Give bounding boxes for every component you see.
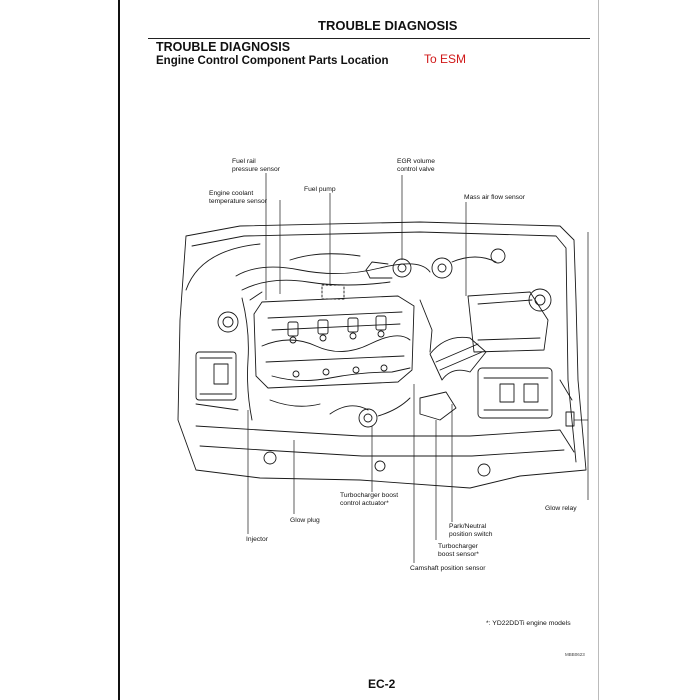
- footnote: *: YD22DDTi engine models: [486, 620, 571, 627]
- label-turbocharger-boost-sensor: Turbocharger boost sensor*: [438, 543, 479, 558]
- header-rule: [148, 38, 590, 39]
- page-number: EC-2: [368, 677, 396, 691]
- to-esm-link[interactable]: To ESM: [424, 52, 467, 66]
- label-fuel-pump: Fuel pump: [304, 186, 336, 193]
- label-park-neutral-position-switch: Park/Neutral position switch: [449, 523, 493, 538]
- section-subtitle: Engine Control Component Parts Location: [156, 55, 389, 67]
- label-engine-coolant-temperature-sensor: Engine coolant temperature sensor: [209, 190, 267, 205]
- running-head: TROUBLE DIAGNOSIS: [318, 18, 458, 33]
- label-fuel-rail-pressure-sensor: Fuel rail pressure sensor: [232, 158, 280, 173]
- label-mass-air-flow-sensor: Mass air flow sensor: [464, 194, 525, 201]
- page-right-border: [598, 0, 599, 700]
- figure-code: MBB0623: [565, 652, 585, 657]
- page-left-border: [118, 0, 120, 700]
- label-turbocharger-boost-control-actuator: Turbocharger boost control actuator*: [340, 492, 399, 507]
- section-title: TROUBLE DIAGNOSIS: [156, 40, 291, 54]
- engine-bay-diagram: [177, 173, 589, 563]
- label-glow-relay: Glow relay: [545, 505, 577, 512]
- label-glow-plug: Glow plug: [290, 517, 320, 524]
- label-injector: Injector: [246, 536, 268, 543]
- label-camshaft-position-sensor: Camshaft position sensor: [410, 565, 486, 572]
- label-egr-volume-control-valve: EGR volume control valve: [397, 158, 435, 173]
